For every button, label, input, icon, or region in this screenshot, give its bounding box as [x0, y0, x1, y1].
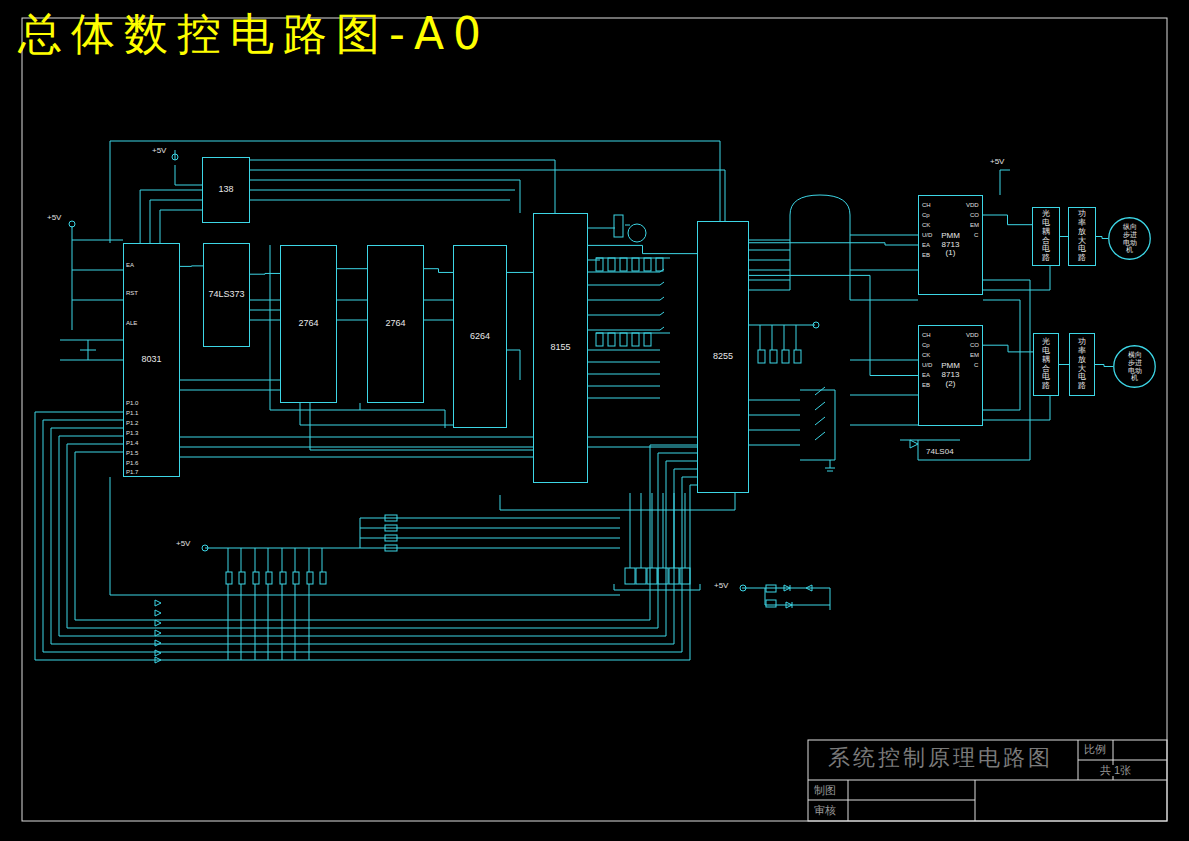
pin-label: U/D: [922, 362, 932, 368]
chip-label: 8031: [141, 355, 161, 365]
wire-connector: [337, 268, 367, 269]
pin-label: EB: [922, 382, 930, 388]
signal-label: 74LS04: [926, 448, 954, 456]
chip-label: 6264: [470, 332, 490, 342]
wire-connector: [250, 273, 280, 275]
chip-label: 74LS373: [208, 290, 244, 300]
decoder-chip: 138: [202, 157, 250, 223]
wire-connector: [424, 269, 453, 273]
wire-connector: [180, 265, 203, 267]
pin-label: EM: [970, 352, 979, 358]
pin-label: P1.7: [126, 469, 138, 475]
title-block-text: 审核: [814, 805, 836, 816]
ram-chip: 6264: [453, 245, 507, 428]
chip-label: 纵向步进电动机: [1122, 223, 1137, 254]
pin-label: RST: [126, 290, 138, 296]
signal-label: +5V: [152, 147, 166, 155]
signal-label: +5V: [176, 540, 190, 548]
optocoupler-box: 光电耦合电路: [1032, 207, 1060, 266]
pin-label: P1.5: [126, 450, 138, 456]
pin-label: P1.6: [126, 460, 138, 466]
wire-connector: [507, 272, 533, 273]
motor-circle: 横向步进电动机: [1113, 345, 1156, 388]
chip-label: 光电耦合电路: [1042, 338, 1050, 391]
pin-label: ALE: [126, 320, 137, 326]
eprom-chip: 2764: [280, 245, 337, 403]
pin-label: CO: [970, 212, 979, 218]
pin-label: P1.3: [126, 430, 138, 436]
pin-label: EA: [922, 242, 930, 248]
pin-label: C: [974, 232, 978, 238]
wire-connector: [1059, 364, 1069, 365]
title-block-text: 比例: [1084, 744, 1106, 755]
wire-connector: [1060, 236, 1068, 237]
chip-label: 8255: [713, 352, 733, 362]
wire-connector: [1095, 365, 1113, 367]
chip-label: 功率放大电路: [1078, 210, 1086, 263]
pin-label: P1.1: [126, 410, 138, 416]
title-block-text: 系统控制原理电路图: [828, 747, 1053, 769]
pin-label: EA: [126, 262, 134, 268]
chip-label: 功率放大电路: [1078, 338, 1086, 391]
pin-label: VDD: [966, 332, 979, 338]
pin-label: P1.2: [126, 420, 138, 426]
amplifier-box: 功率放大电路: [1069, 333, 1095, 396]
amplifier-box: 功率放大电路: [1068, 207, 1096, 266]
signal-label: +5V: [47, 214, 61, 222]
chip-label: 138: [218, 185, 233, 195]
pin-label: CK: [922, 222, 930, 228]
title-block-text: 共 1张: [1100, 765, 1131, 776]
signal-label: +5V: [990, 158, 1004, 166]
io-chip: 8155: [533, 213, 588, 483]
pin-label: CK: [922, 352, 930, 358]
motor-circle-outline: [1114, 346, 1155, 387]
pin-label: EM: [970, 222, 979, 228]
chip-label: 光电耦合电路: [1042, 210, 1050, 263]
wire-connector: [749, 243, 918, 245]
wire-connector: [140, 190, 202, 243]
diagram-title: 总体数控电路图-A0: [18, 12, 490, 56]
io-chip: 8255: [697, 221, 749, 493]
wire-connector: [749, 275, 918, 375]
motor-circle-outline: [1109, 218, 1150, 259]
pin-label: EB: [922, 252, 930, 258]
pin-label: VDD: [966, 202, 979, 208]
chip-label: 2764: [385, 319, 405, 329]
wire-connector: [1096, 237, 1108, 239]
pin-label: Cp: [922, 212, 930, 218]
pin-label: CH: [922, 332, 931, 338]
wire-connector: [588, 245, 697, 253]
title-block-text: 制图: [814, 785, 836, 796]
chip-label: PMM 8713 (1): [939, 232, 963, 258]
chip-label: 横向步进电动机: [1127, 351, 1142, 382]
motor-circle: 纵向步进电动机: [1108, 217, 1151, 260]
signal-label: +5V: [714, 582, 728, 590]
wire-connector: [983, 345, 1033, 352]
chip-label: 8155: [550, 343, 570, 353]
latch-chip: 74LS373: [203, 243, 250, 347]
pin-label: EA: [922, 372, 930, 378]
pin-label: CH: [922, 202, 931, 208]
pin-label: P1.4: [126, 440, 138, 446]
pin-label: C: [974, 362, 978, 368]
pin-label: P1.0: [126, 400, 138, 406]
chip-label: PMM 8713 (2): [939, 362, 963, 388]
chip-label: 2764: [298, 319, 318, 329]
optocoupler-box: 光电耦合电路: [1033, 333, 1059, 396]
wire-connector: [983, 215, 1032, 225]
eprom-chip: 2764: [367, 245, 424, 403]
pin-label: U/D: [922, 232, 932, 238]
pin-label: CO: [970, 342, 979, 348]
pin-label: Cp: [922, 342, 930, 348]
